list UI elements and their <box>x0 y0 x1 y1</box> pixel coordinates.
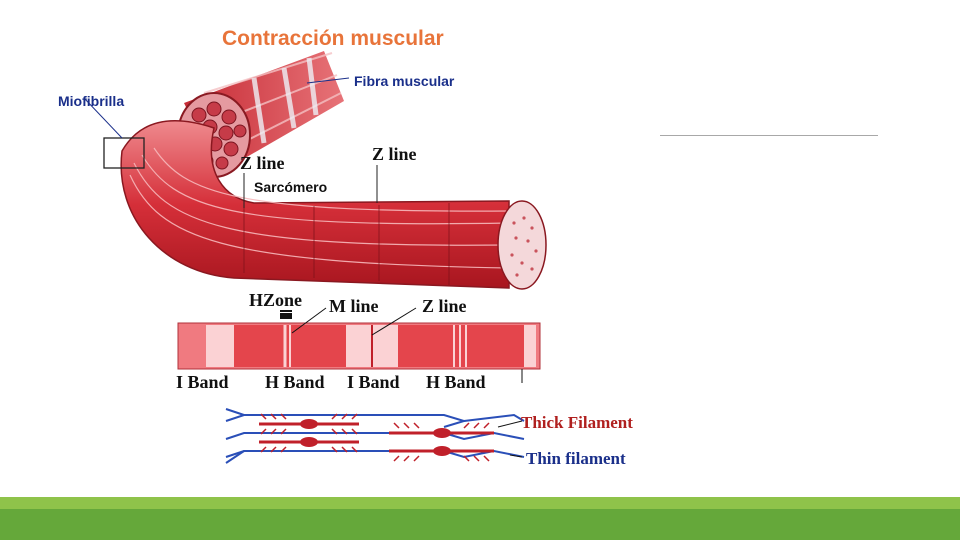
label-hband-2: H Band <box>426 372 486 392</box>
label-mline: M line <box>329 296 379 316</box>
label-iband-1: I Band <box>176 372 229 392</box>
label-zline-band: Z line <box>422 296 467 316</box>
label-hzone: HZone <box>249 290 303 310</box>
filament-diagram <box>225 408 525 464</box>
fibra-pointer <box>306 77 350 84</box>
footer-band-dark <box>0 509 960 540</box>
label-hband-1: H Band <box>265 372 325 392</box>
muscle-illustration <box>83 51 547 464</box>
figure-title: Contracción muscular <box>222 27 444 50</box>
label-fibra-muscular: Fibra muscular <box>354 73 455 89</box>
miofibrilla-pointer <box>83 97 123 139</box>
muscle-fiber-bundle <box>177 51 344 178</box>
label-zline-right: Z line <box>372 144 417 164</box>
label-zline-left: Z line <box>240 153 285 173</box>
sarcomere-band-strip <box>177 307 541 383</box>
label-sarcomero: Sarcómero <box>254 179 328 195</box>
muscle-contraction-figure: Contracción muscular Fibra muscular Miof… <box>54 23 660 477</box>
myofibril-selection-box <box>103 137 145 169</box>
label-miofibrilla: Miofibrilla <box>58 93 125 109</box>
divider-line <box>660 135 878 136</box>
footer-band-light <box>0 497 960 509</box>
label-thick-filament: Thick Filament <box>521 413 633 432</box>
label-iband-2: I Band <box>347 372 400 392</box>
myofibril-tube <box>120 120 547 290</box>
label-thin-filament: Thin filament <box>526 449 626 468</box>
